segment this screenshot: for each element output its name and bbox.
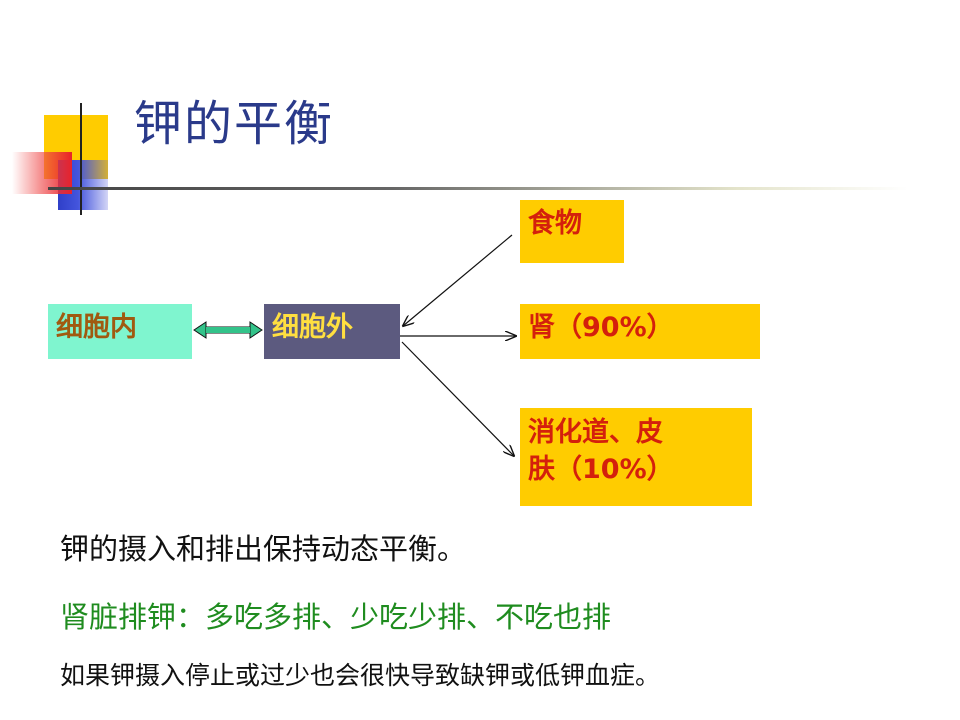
arrow-extracellular-to-gi-skin bbox=[401, 341, 514, 456]
text-hypokalemia: 如果钾摄入停止或过少也会很快导致缺钾或低钾血症。 bbox=[60, 661, 661, 690]
kidney-box: 肾（90%） bbox=[520, 304, 760, 359]
title-decoration-vertical-line bbox=[80, 103, 82, 215]
gi-skin-line-1: 消化道、皮 bbox=[528, 417, 663, 448]
arrow-food-to-extracellular bbox=[403, 234, 513, 326]
text-balance: 钾的摄入和排出保持动态平衡。 bbox=[60, 532, 467, 566]
intracellular-box: 细胞内 bbox=[48, 304, 192, 359]
exchange-double-arrow bbox=[193, 321, 263, 339]
gi-skin-box: 消化道、皮 肤（10%） bbox=[520, 408, 752, 506]
extracellular-box: 细胞外 bbox=[264, 304, 400, 359]
food-box: 食物 bbox=[520, 200, 624, 263]
slide-title: 钾的平衡 bbox=[134, 96, 335, 152]
title-underline bbox=[48, 187, 908, 190]
gi-skin-line-2: 肤（10%） bbox=[528, 454, 674, 485]
text-kidney-excretion: 肾脏排钾：多吃多排、少吃少排、不吃也排 bbox=[60, 600, 612, 634]
